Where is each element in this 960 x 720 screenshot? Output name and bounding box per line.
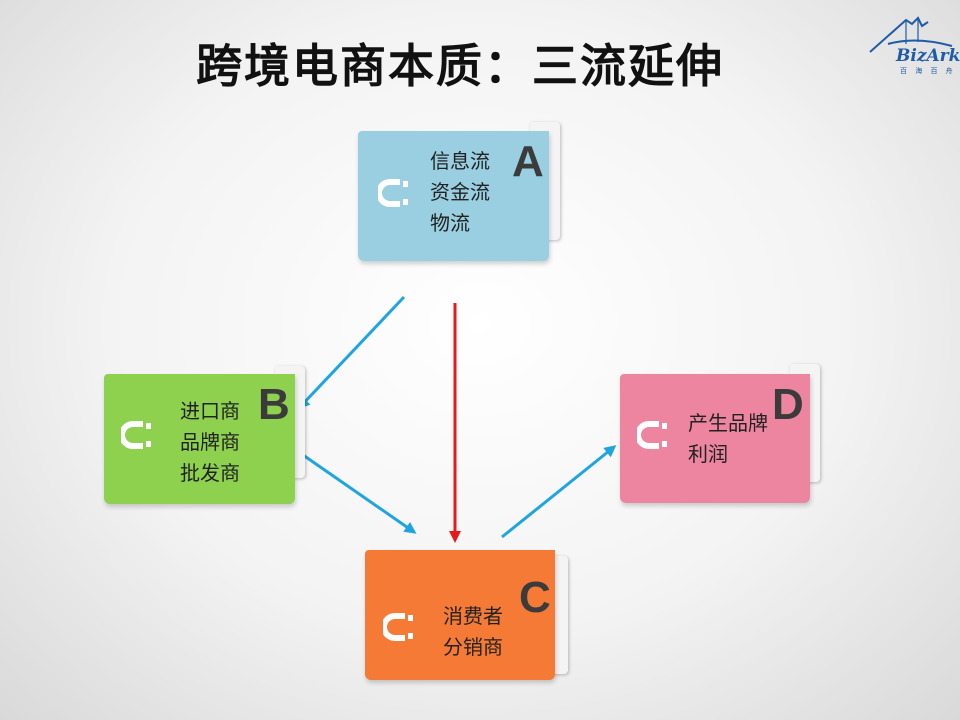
card-a-face	[358, 131, 549, 261]
card-c-letter: C	[519, 573, 551, 622]
arrow-a-to-b	[297, 295, 406, 410]
card-c-text: 消费者 分销商	[443, 601, 503, 663]
bizark-logo: BizArk 百 海 百 舟	[866, 14, 960, 84]
ship-icon	[869, 16, 953, 53]
slide-title: 跨境电商本质：三流延伸	[196, 39, 724, 93]
card-b-text: 进口商 品牌商 批发商	[180, 396, 240, 489]
card-b-line-1: 进口商	[180, 399, 240, 423]
card-b-line-3: 批发商	[180, 461, 240, 485]
card-c-line-1: 消费者	[443, 604, 503, 628]
card-c-line-2: 分销商	[443, 635, 503, 659]
card-d-face	[620, 374, 810, 503]
card-d-line-2: 利润	[688, 442, 728, 466]
magnet-icon	[376, 178, 410, 212]
logo-subtitle: 百 海 百 舟	[900, 67, 956, 75]
card-b-line-2: 品牌商	[180, 430, 240, 454]
card-d-letter: D	[772, 380, 804, 429]
card-a-line-2: 资金流	[430, 180, 490, 204]
card-b-letter: B	[258, 380, 290, 429]
magnet-icon	[381, 612, 415, 646]
logo-wordmark: BizArk	[896, 46, 960, 66]
card-a-letter: A	[512, 137, 544, 186]
card-b-face	[104, 374, 295, 504]
card-d-line-1: 产生品牌	[688, 411, 768, 435]
arrow-b-to-c	[302, 453, 417, 534]
card-d-text: 产生品牌 利润	[688, 408, 768, 470]
card-a-line-1: 信息流	[430, 149, 490, 173]
magnet-icon	[119, 420, 153, 454]
magnet-icon	[635, 420, 669, 454]
card-a-text: 信息流 资金流 物流	[430, 146, 490, 239]
card-a-line-3: 物流	[430, 211, 470, 235]
arrow-c-to-d	[501, 445, 617, 539]
